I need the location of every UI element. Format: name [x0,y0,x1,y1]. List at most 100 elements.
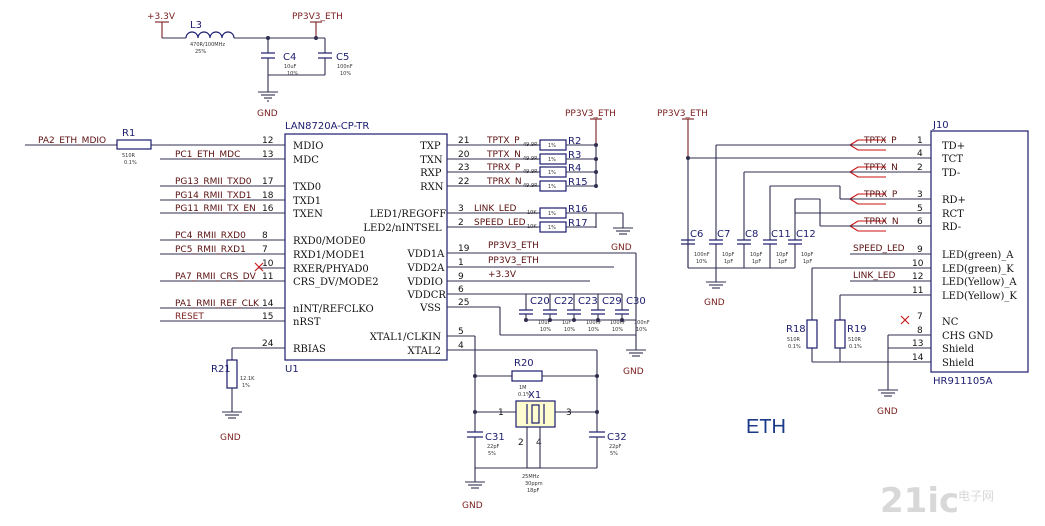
u1-pinnum-11: 11 [262,272,273,282]
u1-pinnum-16: 16 [262,204,274,214]
section-title: ETH [746,416,786,438]
tol-c6: 10% [696,259,707,265]
tol-r4: 1% [548,170,556,176]
u1-pin-7: RXD1/MODE1 [293,250,366,261]
u1-pin-18: TXD1 [293,196,321,207]
j10-pinnum-11: 11 [912,286,923,296]
tol-r3: 1% [548,157,556,163]
ppm-x1: 30ppm [525,481,543,487]
val-c23: 100nF [586,320,602,326]
u1-pinnum-4: 4 [458,341,464,351]
j10-pin-6: RD- [942,222,961,233]
ref-c29: C29 [602,296,622,307]
val-r16: 10K [527,210,537,216]
j10-ref: J10 [932,120,949,131]
j10-net-speed: SPEED_LED [853,244,905,254]
j10-pin-12: LED(Yellow)_A [942,277,1017,288]
svg-text:1: 1 [498,408,504,418]
nc-mark-rxer [254,262,264,272]
watermark-cn: 电子网 [958,489,994,503]
tol-r2: 1% [548,143,556,149]
u1-pin-6: VDDCR [407,290,447,301]
u1-pin-25: VSS [419,303,441,314]
tol-c4: 10% [287,71,298,77]
ref-c7: C7 [717,229,730,240]
net-label-pp3v3-j10: PP3V3_ETH [657,109,708,119]
ref-r3: R3 [568,150,581,161]
watermark-logo: 21ic 电子网 [880,481,994,521]
resistor-r19 [834,319,846,349]
u1-net-16: PG11_RMII_TX_EN [175,204,256,214]
resistor-r20 [511,370,543,382]
j10-pin-8: CHS GND [942,331,993,342]
u1-pinnum-6: 6 [458,285,464,295]
u1-pin-20: TXN [420,155,443,166]
ref-r17: R17 [568,218,588,229]
j10-pinnum-1: 1 [917,136,923,146]
ref-x1: X1 [528,390,541,401]
tol-c29: 10% [612,327,623,333]
nc-mark-j10 [900,315,910,325]
supply-net-vdd2a: PP3V3_ETH [488,256,539,266]
val-c11: 10pF [776,252,789,258]
val-r15: 49.9R [523,183,538,189]
j10-pinnum-2: 2 [917,163,923,173]
tol-r19: 0.1% [849,344,862,350]
tx-net-3: TPRX_N [486,177,522,187]
val-c8: 10pF [750,252,763,258]
ref-r4: R4 [568,163,581,174]
supply-nets: PP3V3_ETH PP3V3_ETH +3.3V C2010uF10%C221… [447,241,650,377]
u1-pin-15: nRST [293,317,321,328]
ref-c20: C20 [530,296,550,307]
gnd-label-led: GND [611,243,632,253]
u1-pinnum-1: 1 [458,258,464,268]
j10-pinnum-10: 10 [912,259,924,269]
svg-text:2: 2 [518,438,524,448]
gnd-label-j10caps: GND [704,298,725,308]
tx-net-2: TPRX_P [486,163,521,173]
ref-r18: R18 [786,324,806,335]
ref-c31: C31 [485,432,505,443]
j10-net-3: TPRX_N [863,217,899,227]
j10-pinnum-12: 12 [912,272,923,282]
u1-pinnum-18: 18 [262,191,274,201]
u1-net-14: PA1_RMII_REF_CLK [175,299,260,309]
j10-pin-14: Shield [942,358,975,369]
j10-pinnum-14: 14 [912,353,924,363]
tol-r16: 1% [548,211,556,217]
u1-pin-11: CRS_DV/MODE2 [293,277,379,288]
svg-text:3: 3 [566,408,572,418]
load-x1: 18pF [527,488,540,494]
u1-pin-4: XTAL2 [408,346,441,357]
u1-pin-5: XTAL1/CLKIN [370,332,442,343]
val-r2: 49.9R [523,142,538,148]
j10-part: HR911105A [933,376,993,387]
val-r17: 10K [527,224,537,230]
u1-pinnum-8: 8 [262,231,268,241]
j10-pinnum-9: 9 [917,245,923,255]
power-filter: +3.3V L3 470R/100MHz 25% PP3V3_ETH C4 10… [147,12,353,119]
val-r3: 49.9R [523,156,538,162]
j10-pinnum-6: 6 [917,217,923,227]
ref-c22: C22 [554,296,574,307]
u1-pinnum-13: 13 [262,150,273,160]
j10-section: PP3V3_ETH C6100nF10%C710pF1pFC810pF1pFC1… [657,109,1029,417]
gnd-label-filter: GND [257,109,278,119]
ref-c23: C23 [578,296,598,307]
val-c12: 10pF [801,252,814,258]
u1-pin-13: MDC [293,155,319,166]
tx-net-0: TPTX_P [486,136,520,146]
u1-pin-16: TXEN [293,209,323,220]
ref-c11: C11 [771,229,791,240]
u1-pinnum-24: 24 [262,339,274,349]
u1-left-pins: MDIO12PA2_ETH_MDIOMDC13PC1_ETH_MDCTXD017… [25,136,379,355]
u1-pinnum-3: 3 [458,204,464,214]
tol-c32: 5% [610,451,618,457]
resistor-r18 [806,319,818,349]
u1-pin-12: MDIO [293,141,323,152]
u1-pin-2: LED2/nINTSEL [363,223,442,234]
